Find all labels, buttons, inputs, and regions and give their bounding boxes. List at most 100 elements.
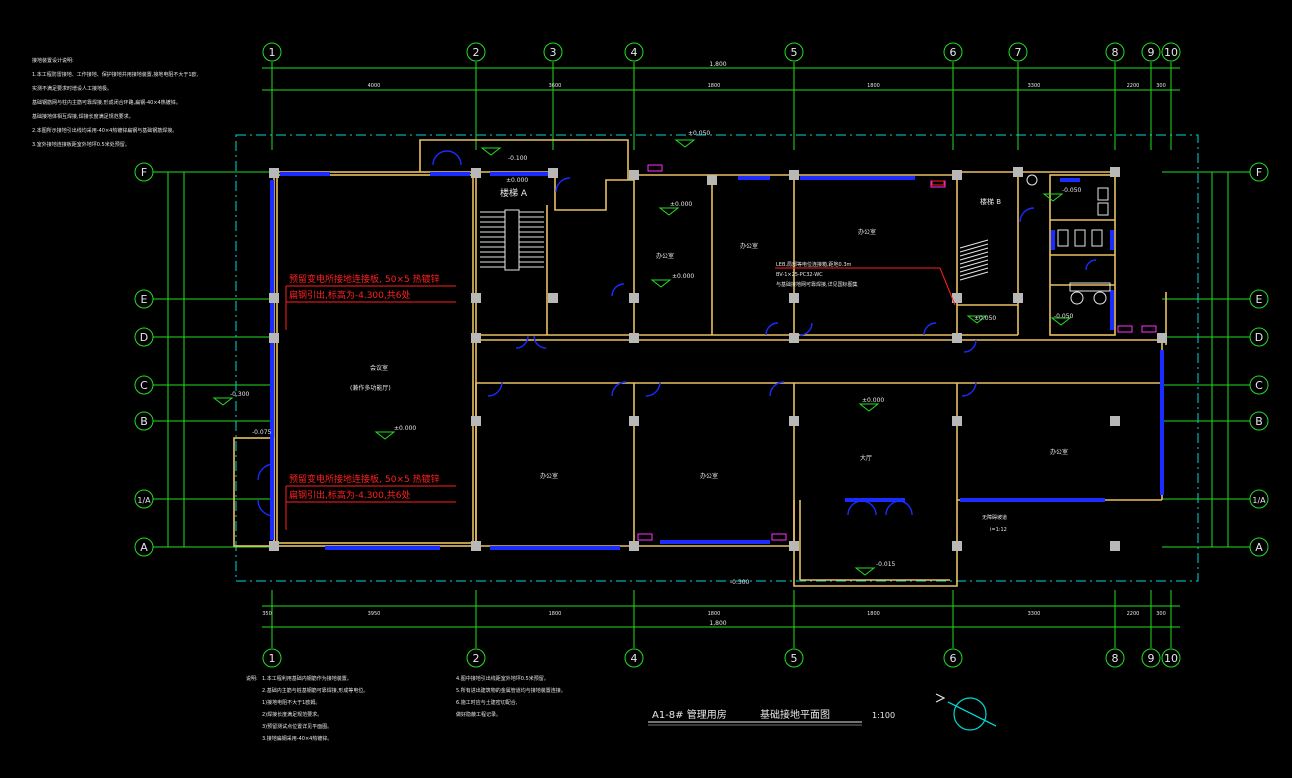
axis-bubble-right [1249,411,1269,431]
elev-entrance: -0.100 [508,155,528,162]
dim-bottom-seg: 3300 [1028,611,1041,617]
column [707,175,717,185]
design-notes-top: 接地装置设计说明: 1.本工程防雷接地、工作接地、保护接地共用接地装置,接地电阻… [32,57,199,148]
title-scale: 1:100 [872,711,895,720]
column [471,293,481,303]
axis-bubble-left [134,411,154,431]
note-bottom-left-line: 2)焊接长度满足规范要求。 [262,711,322,718]
axis-bubble-top [1141,42,1161,62]
axis-bubble-left [134,327,154,347]
axis-bubble-left [134,375,154,395]
note-top-line: 基础钢筋网与柱内主筋可靠焊接,形成闭合环路,扁钢-40×4热镀锌。 [32,99,181,106]
axis-label-top: 2 [473,46,480,59]
axis-label-left: 1/A [137,496,151,505]
note-bottom-left-line: 3)预留测试点位置详见平面图。 [262,723,332,730]
dim-bottom-seg: 1800 [549,611,562,617]
axis-label-bottom: 1 [269,652,276,665]
dim-bottom-seg: 350 [262,611,272,617]
elev-stair-top: ±0.000 [506,177,528,184]
red-annotation-lines [285,267,956,530]
axis-label-right: A [1255,541,1263,554]
dim-top-seg: 2200 [1127,83,1140,89]
axis-label-right: F [1256,166,1262,179]
axis-label-right: D [1255,331,1263,344]
column [548,168,558,178]
dim-total-top: 1,800 [709,61,726,68]
stair-a [480,209,544,271]
red-note-1a: 预留变电所接地连接板, [289,273,382,285]
column [1110,416,1120,426]
note-bottom-right-line: 做好隐蔽工程记录。 [456,711,501,718]
dim-top-seg: 1800 [867,83,880,89]
dim-bottom-seg: 3950 [368,611,381,617]
column [1013,293,1023,303]
axis-label-left: E [141,293,148,306]
elev-stair-right: ±0.050 [974,315,996,322]
building-outline-dashed [235,134,1199,582]
north-arrow-icon [935,693,997,731]
axis-bubble-top [1105,42,1125,62]
column [789,541,799,551]
note-top-line: 基础接地体相互焊接,焊接长度满足规范要求。 [32,113,134,120]
column [471,541,481,551]
elev-hall-left: ±0.000 [394,425,416,432]
axis-bubble-top [1161,42,1181,62]
axis-bubble-bottom [624,648,644,668]
column [789,416,799,426]
label-stair-a: 楼梯 A [500,187,528,199]
axis-label-bottom: 6 [950,652,957,665]
column [471,333,481,343]
note-bottom-left-line: 2.基础内主筋与桩基钢筋可靠焊接,形成等电位。 [262,687,368,694]
note-top-line: 实测不满足要求时增设人工接地极。 [32,85,112,92]
note-top-line: 2.本图所示接地引出线均采用-40×4热镀锌扁钢与基础钢筋焊接。 [32,127,177,134]
stair-tread [959,259,989,269]
column [269,333,279,343]
elev-room-top-1: ±0.050 [688,130,710,137]
column [629,293,639,303]
label-office-5: 办公室 [700,472,718,480]
column [789,170,799,180]
dim-bottom-seg: 1800 [708,611,721,617]
dim-top-seg: 4000 [368,83,381,89]
axis-bubble-top [1008,42,1028,62]
dim-bottom-seg: 2200 [1127,611,1140,617]
red-note-1b: 50×5 热镀锌 [385,273,440,285]
axis-label-bottom: 10 [1164,652,1178,665]
note-bottom-left-line: 3.接地扁钢采用-40×4热镀锌。 [262,735,332,742]
axis-bubble-left [134,162,154,182]
column [1110,167,1120,177]
axis-bubble-top [943,42,963,62]
title-drawing: 基础接地平面图 [760,708,830,721]
axis-label-top: 4 [631,46,638,59]
axis-bubble-right [1249,537,1269,557]
porch-slope: i=1:12 [990,527,1007,533]
axis-label-bottom: 8 [1112,652,1119,665]
dim-top-seg: 3600 [549,83,562,89]
column [269,293,279,303]
axis-label-bottom: 9 [1148,652,1155,665]
stair-tread [959,263,989,273]
stair-tread [959,267,989,277]
axis-bubble-bottom [1105,648,1125,668]
notes-bottom-heading: 说明: [246,675,258,682]
dim-bottom-seg: 300 [1156,611,1166,617]
dim-bottom-seg: 1800 [867,611,880,617]
title-block: A1-8# 管理用房 基础接地平面图 1:100 [648,708,895,726]
note-bottom-left-line: 1.本工程利用基础内钢筋作为接地装置。 [262,675,352,682]
elev-outside: -0.300 [730,579,750,586]
stair-tread [959,239,989,249]
note-top-line: 1.本工程防雷接地、工作接地、保护接地共用接地装置,接地电阻不大于1欧, [32,71,199,78]
axis-bubble-left [134,289,154,309]
axis-label-bottom: 5 [791,652,798,665]
column [269,541,279,551]
axis-label-top: 7 [1015,46,1022,59]
note-bottom-right-line: 4.图中接地引出线距室外地坪0.5米预留。 [456,675,549,682]
axis-bubble-bottom [784,648,804,668]
column [952,416,962,426]
elev-toilet2: -0.050 [1054,313,1074,320]
note-top-line: 3.室外接地连接板距室外地坪0.5米处预留。 [32,141,130,148]
column [471,168,481,178]
note-bottom-right-line: 5.所有进出建筑物的金属管道均与接地装置连接。 [456,687,566,694]
stair-b [959,239,989,281]
